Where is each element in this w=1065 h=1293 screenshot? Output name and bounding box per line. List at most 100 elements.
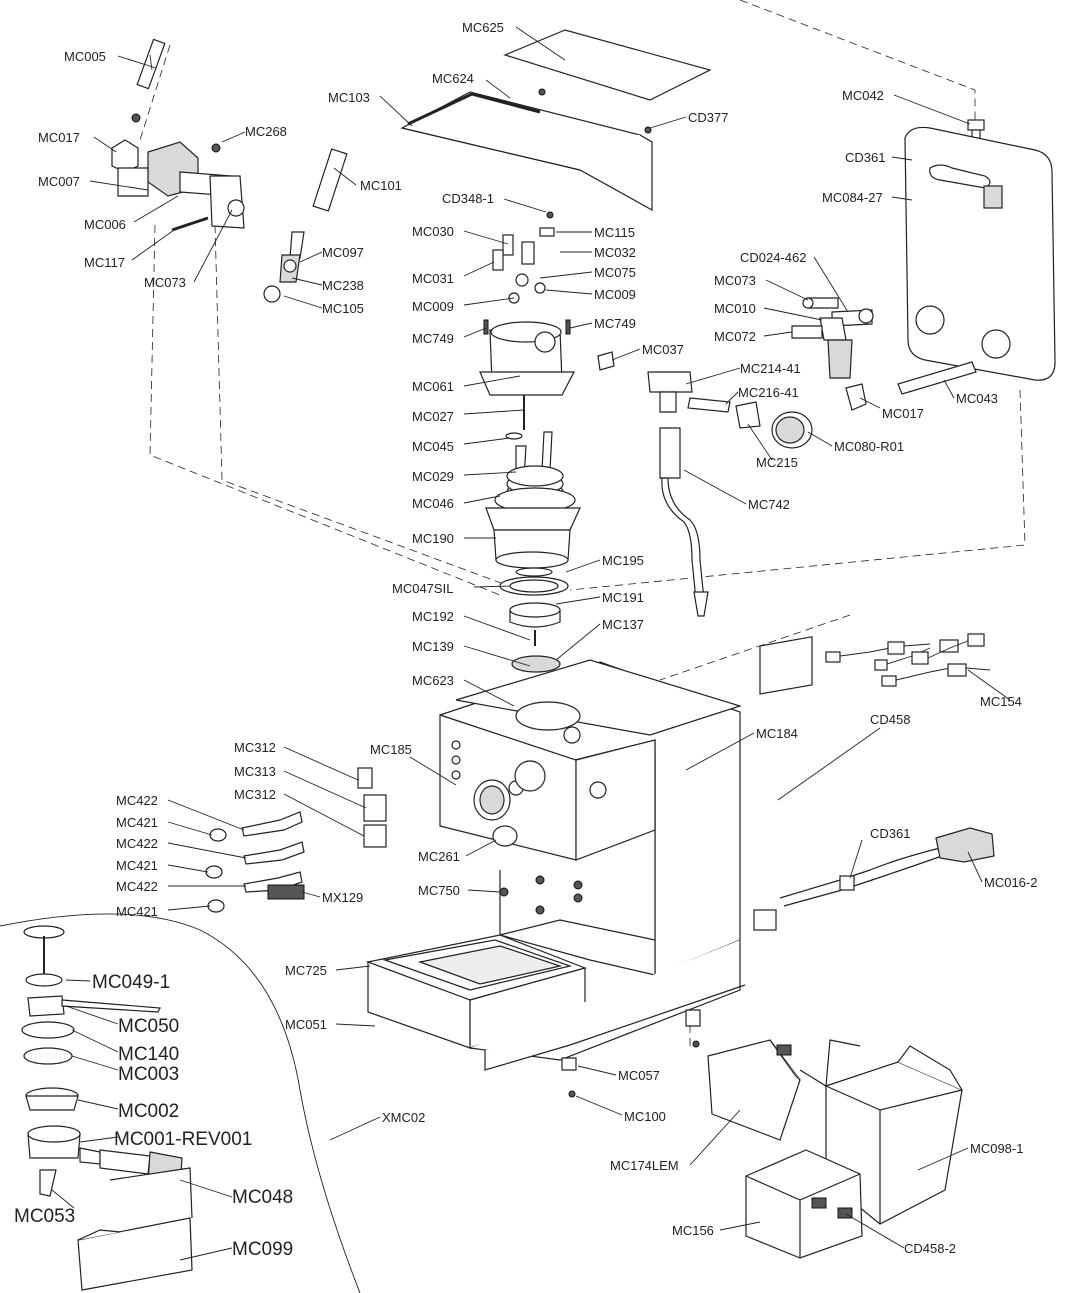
accessories-shape [0, 913, 361, 1293]
label-MC017-b: MC017 [882, 406, 924, 421]
label-MC030: MC030 [412, 224, 454, 239]
label-MC184: MC184 [756, 726, 798, 741]
label-MC057: MC057 [618, 1068, 660, 1083]
label-MC098-1: MC098-1 [970, 1141, 1023, 1156]
label-MC137: MC137 [602, 617, 644, 632]
machine-body-shape [439, 659, 743, 976]
label-MC623: MC623 [412, 673, 454, 688]
label-MC139: MC139 [412, 639, 454, 654]
label-MC047SIL: MC047SIL [392, 581, 453, 596]
label-MC238: MC238 [322, 278, 364, 293]
label-MC185: MC185 [370, 742, 412, 757]
label-MC043: MC043 [956, 391, 998, 406]
pump-group-shape [111, 38, 245, 232]
label-MC174LEM: MC174LEM [610, 1158, 679, 1173]
label-MC105: MC105 [322, 301, 364, 316]
label-MC156: MC156 [672, 1223, 714, 1238]
label-MC006: MC006 [84, 217, 126, 232]
label-MC009-b: MC009 [594, 287, 636, 302]
label-MC061: MC061 [412, 379, 454, 394]
label-MC624: MC624 [432, 71, 474, 86]
water-tank-shape [897, 119, 1056, 395]
label-MC268: MC268 [245, 124, 287, 139]
label-MC749-a: MC749 [412, 331, 454, 346]
label-MC003: MC003 [118, 1064, 179, 1085]
label-MC101: MC101 [360, 178, 402, 193]
label-MC097: MC097 [322, 245, 364, 260]
label-MC001-REV001: MC001-REV001 [114, 1129, 252, 1150]
label-MC073-b: MC073 [714, 273, 756, 288]
label-CD377: CD377 [688, 110, 728, 125]
label-MC422-a: MC422 [116, 793, 158, 808]
label-MC313: MC313 [234, 764, 276, 779]
leader-lines [51, 26, 1011, 1261]
label-MC007: MC007 [38, 174, 80, 189]
label-MC017-a: MC017 [38, 130, 80, 145]
label-MC750: MC750 [418, 883, 460, 898]
label-MC195: MC195 [602, 553, 644, 568]
part-labels: MC005 MC017 MC007 MC006 MC268 MC117 MC07… [14, 20, 1037, 1260]
label-MC422-b: MC422 [116, 836, 158, 851]
label-MC115: MC115 [594, 225, 635, 240]
wiring-harness-shape [825, 633, 991, 687]
label-MC072: MC072 [714, 329, 756, 344]
label-MC031: MC031 [412, 271, 454, 286]
label-MC421-a: MC421 [116, 815, 158, 830]
label-MC421-b: MC421 [116, 858, 158, 873]
label-CD348-1: CD348-1 [442, 191, 494, 206]
label-MC216-41: MC216-41 [738, 385, 799, 400]
label-MC140: MC140 [118, 1044, 179, 1065]
label-MC016-2: MC016-2 [984, 875, 1037, 890]
label-MC048: MC048 [232, 1187, 293, 1208]
label-MC042: MC042 [842, 88, 884, 103]
label-MC192: MC192 [412, 609, 454, 624]
label-MC421-c: MC421 [116, 904, 158, 919]
label-MC032: MC032 [594, 245, 636, 260]
label-CD361-b: CD361 [870, 826, 910, 841]
label-MC725: MC725 [285, 963, 327, 978]
label-MC045: MC045 [412, 439, 454, 454]
label-MC050: MC050 [118, 1016, 179, 1037]
label-MC190: MC190 [412, 531, 454, 546]
label-MC100: MC100 [624, 1109, 666, 1124]
label-MC049-1: MC049-1 [92, 972, 170, 993]
steam-wand-shape [263, 148, 348, 303]
drip-tray-shape [365, 934, 746, 1098]
label-CD024-462: CD024-462 [740, 250, 807, 265]
label-MC214-41: MC214-41 [740, 361, 801, 376]
label-MC312-a: MC312 [234, 740, 276, 755]
label-MC422-c: MC422 [116, 879, 158, 894]
label-MC117: MC117 [84, 255, 125, 270]
power-cord-shape [753, 636, 995, 931]
label-MC080-R01: MC080-R01 [834, 439, 904, 454]
hot-water-pipe-shape [659, 427, 709, 617]
label-MC261: MC261 [418, 849, 460, 864]
label-MC051: MC051 [285, 1017, 327, 1032]
label-MC075: MC075 [594, 265, 636, 280]
label-MC215: MC215 [756, 455, 798, 470]
label-CD458: CD458 [870, 712, 910, 727]
label-MC005: MC005 [64, 49, 106, 64]
packaging-shape [707, 1039, 963, 1259]
switch-group-shape [205, 767, 387, 913]
label-MC010: MC010 [714, 301, 756, 316]
boiler-group-shape [479, 211, 581, 690]
label-MC749-b: MC749 [594, 316, 636, 331]
label-MC103: MC103 [328, 90, 370, 105]
label-MC312-b: MC312 [234, 787, 276, 802]
label-MC099: MC099 [232, 1239, 293, 1260]
top-cover-shape [400, 29, 712, 212]
label-MC084-27: MC084-27 [822, 190, 883, 205]
label-MX129: MX129 [322, 890, 363, 905]
label-MC742: MC742 [748, 497, 790, 512]
label-CD361-a: CD361 [845, 150, 885, 165]
label-MC027: MC027 [412, 409, 454, 424]
assembly-dash-lines [139, 0, 1026, 1050]
label-XMC02: XMC02 [382, 1110, 425, 1125]
label-MC009-a: MC009 [412, 299, 454, 314]
label-CD458-2: CD458-2 [904, 1241, 956, 1256]
valve-group-shape [597, 297, 874, 449]
label-MC191: MC191 [602, 590, 644, 605]
